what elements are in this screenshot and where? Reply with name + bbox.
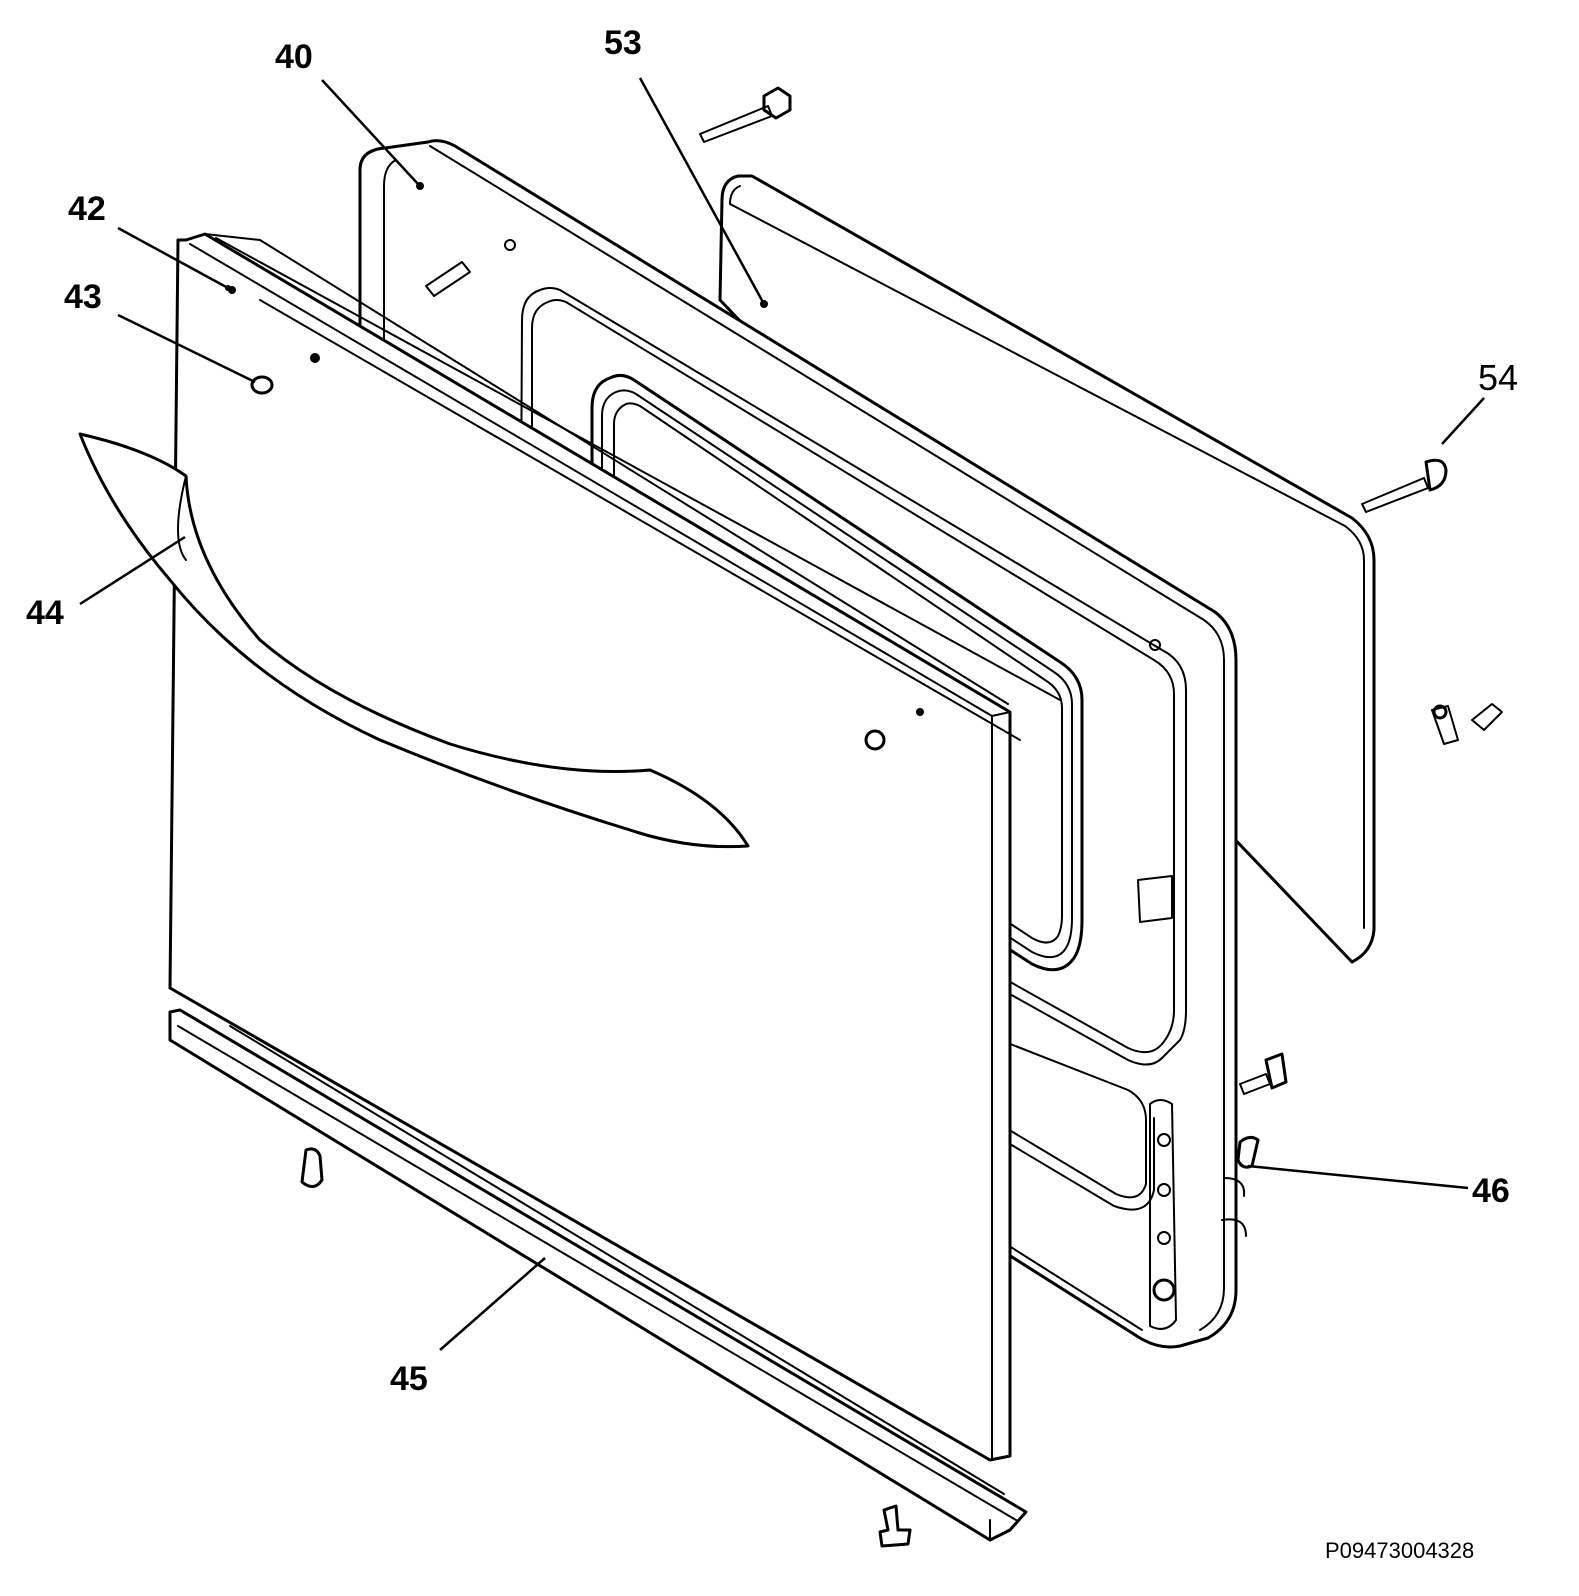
callout-53: 53: [604, 24, 642, 62]
bottom-screw-right: [878, 1504, 912, 1548]
callout-40: 40: [275, 38, 313, 76]
reference-code: P09473004328: [1325, 1538, 1474, 1563]
bottom-screw-left: [300, 1147, 324, 1188]
hinge-screw-right: [1239, 1052, 1288, 1095]
door-handle: [78, 432, 750, 849]
clip-screws-right: [1431, 703, 1503, 745]
callout-45: 45: [390, 1360, 428, 1398]
bottom-trim-strip: [168, 1008, 1028, 1542]
top-screw: [699, 86, 792, 143]
leader-lines: [79, 77, 1485, 1351]
callout-44: 44: [26, 594, 64, 632]
callout-42: 42: [68, 190, 106, 228]
outer-door-glass-panel: [168, 232, 1061, 1462]
side-screw-54: [1361, 458, 1448, 513]
callout-54: 54: [1478, 357, 1518, 398]
callout-46: 46: [1472, 1172, 1510, 1210]
callout-43: 43: [64, 278, 102, 316]
